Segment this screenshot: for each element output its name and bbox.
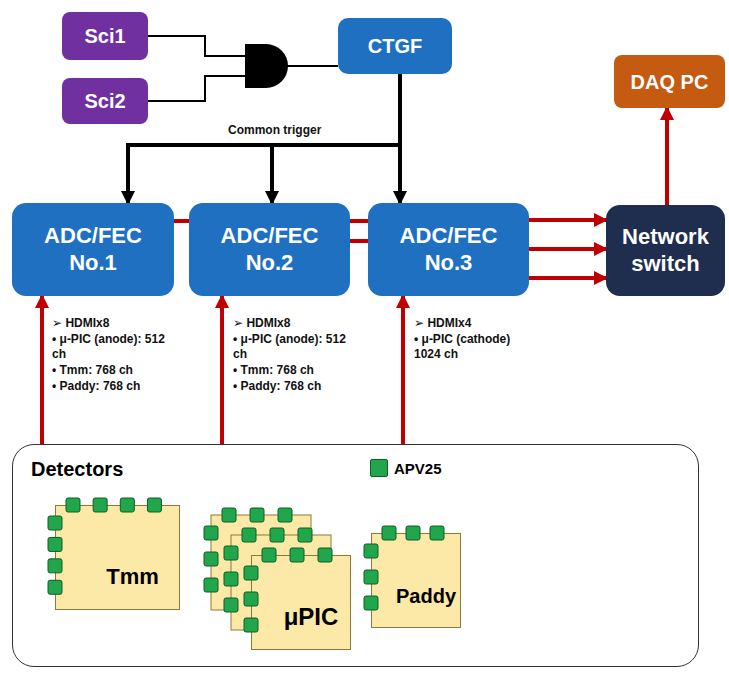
apv25-chip — [66, 498, 80, 512]
node-label: Sci1 — [84, 24, 125, 48]
apv25-chip — [48, 559, 62, 573]
apv25-chip — [204, 526, 218, 540]
apv25-chip — [48, 537, 62, 551]
apv25-chip — [364, 544, 378, 558]
data-link — [401, 296, 405, 444]
node-label: ADC/FEC No.1 — [38, 223, 148, 276]
channel-note: ➢ HDMIx8 — [52, 316, 170, 331]
channel-note: ➢ HDMIx4 — [414, 316, 526, 331]
apv25-chip — [244, 592, 258, 606]
pc-box: DAQ PC — [614, 55, 725, 108]
adc-fec-box: ADC/FEC No.1 — [12, 203, 174, 296]
data-link — [350, 239, 368, 243]
network-switch-box: Network switch — [606, 205, 725, 296]
apv25-chip — [250, 508, 264, 522]
apv25-chip — [290, 548, 304, 562]
apv25-chip — [93, 498, 107, 512]
apv25-chip — [224, 546, 238, 560]
scintillator-box: Sci2 — [62, 78, 148, 124]
node-label: Paddy — [396, 584, 456, 608]
node-label: ADC/FEC No.2 — [215, 223, 325, 276]
adc-fec-box: ADC/FEC No.2 — [189, 203, 350, 296]
legend-swatch — [370, 459, 388, 477]
apv25-chip — [204, 578, 218, 592]
legend-entry: APV25 — [370, 459, 442, 477]
channel-note: • μ-PIC (anode): 512 ch — [52, 332, 170, 362]
data-link — [529, 218, 606, 222]
apv25-chip — [48, 516, 62, 530]
data-link — [350, 219, 368, 223]
apv25-chip — [244, 566, 258, 580]
trigger-line — [128, 74, 400, 203]
data-link — [40, 296, 44, 444]
data-link — [529, 247, 606, 251]
apv25-chip — [224, 598, 238, 612]
apv25-chip — [270, 528, 284, 542]
trigger-line — [272, 74, 400, 203]
channel-note: • μ-PIC (cathode) 1024 ch — [414, 332, 526, 362]
data-link — [174, 219, 189, 223]
detector-box: μPIC — [251, 555, 351, 650]
detector-box: Tmm — [55, 505, 180, 610]
channel-note: • Paddy: 768 ch — [52, 379, 170, 394]
apv25-chip — [204, 552, 218, 566]
trigger-line — [148, 36, 338, 66]
apv25-chip — [242, 528, 256, 542]
channel-note: • Tmm: 768 ch — [233, 363, 351, 378]
node-label: Detectors — [31, 457, 123, 481]
trigger-module-box: CTGF — [338, 18, 452, 74]
node-label: Tmm — [106, 564, 159, 590]
apv25-chip — [48, 580, 62, 594]
legend-label: APV25 — [394, 460, 442, 477]
apv25-chip — [147, 498, 161, 512]
scintillator-box: Sci1 — [62, 12, 148, 60]
detector-box: Paddy — [371, 533, 461, 628]
node-label: Sci2 — [84, 89, 125, 113]
apv25-chip — [364, 596, 378, 610]
apv25-chip — [262, 548, 276, 562]
apv25-chip — [430, 526, 444, 540]
apv25-chip — [224, 572, 238, 586]
apv25-chip — [222, 508, 236, 522]
trigger-line — [148, 66, 338, 101]
node-label: DAQ PC — [631, 70, 709, 94]
adc-fec-box: ADC/FEC No.3 — [368, 203, 529, 296]
channel-note: ➢ HDMIx8 — [233, 316, 351, 331]
node-label: ADC/FEC No.3 — [394, 223, 504, 276]
and-gate-symbol — [245, 44, 288, 88]
data-link — [529, 276, 606, 280]
data-link — [220, 296, 224, 444]
channel-note: • Tmm: 768 ch — [52, 363, 170, 378]
node-label: CTGF — [368, 34, 422, 58]
apv25-chip — [298, 528, 312, 542]
channel-note: • μ-PIC (anode): 512 ch — [233, 332, 351, 362]
node-label: μPIC — [284, 603, 339, 632]
signal-label: Common trigger — [228, 123, 321, 138]
node-label: Network switch — [614, 224, 718, 277]
apv25-chip — [278, 508, 292, 522]
channel-note: • Paddy: 768 ch — [233, 379, 351, 394]
apv25-chip — [382, 526, 396, 540]
detector-group: DetectorsTmm μPIC Paddy APV25 — [12, 444, 699, 667]
trigger-line — [398, 74, 402, 203]
apv25-chip — [406, 526, 420, 540]
apv25-chip — [120, 498, 134, 512]
apv25-chip — [318, 548, 332, 562]
apv25-chip — [244, 618, 258, 632]
data-link — [665, 108, 669, 205]
apv25-chip — [364, 570, 378, 584]
